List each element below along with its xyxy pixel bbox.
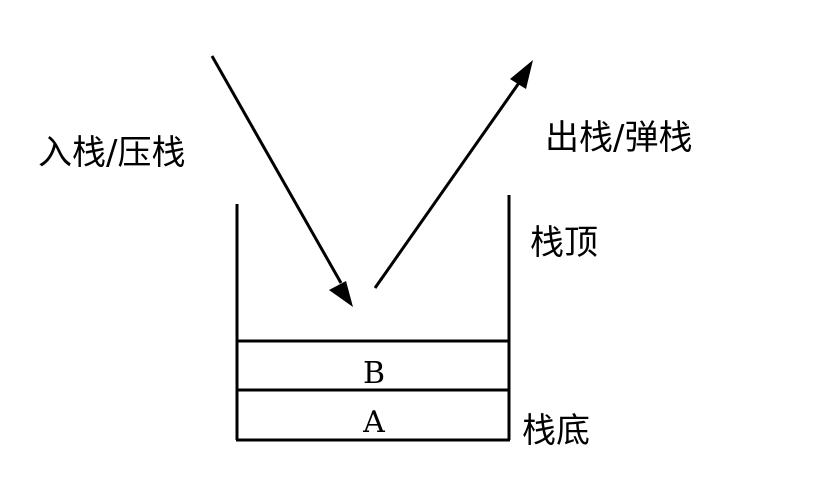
pop-arrow	[373, 79, 523, 289]
stack-top-label: 栈顶	[530, 223, 598, 263]
stack-item-a: A	[362, 405, 385, 440]
pop-arrowhead	[510, 60, 533, 89]
stack-bottom-label: 栈底	[522, 411, 590, 451]
push-arrowhead	[329, 281, 353, 307]
push-label: 入栈/压栈	[38, 133, 186, 173]
stack-item-b: B	[363, 356, 385, 391]
push-arrow	[210, 55, 343, 284]
pop-label: 出栈/弹栈	[545, 118, 693, 158]
